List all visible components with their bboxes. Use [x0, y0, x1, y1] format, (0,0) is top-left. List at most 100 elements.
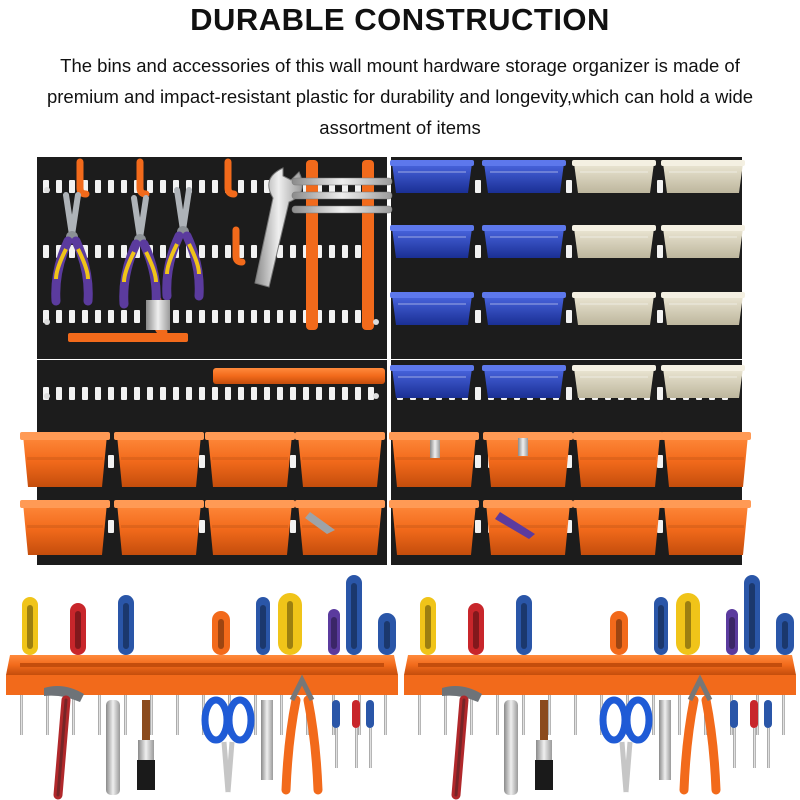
screwdriver-handle: [70, 603, 86, 655]
panel-screw: [373, 393, 379, 399]
large-bin-r2-c1: [20, 500, 110, 555]
screwdriver-handle: [654, 597, 668, 655]
screwdriver-handle: [776, 613, 794, 655]
tool-shaft: [176, 695, 179, 735]
tool-shaft: [678, 695, 681, 735]
small-bin-r2-c3: [572, 225, 656, 258]
tool-shaft: [384, 695, 387, 735]
panel-screw: [373, 319, 379, 325]
screwdriver: [366, 700, 374, 728]
small-bin-r2-c1: [390, 225, 474, 258]
pliers-3: [162, 187, 204, 301]
tool-shaft: [496, 695, 499, 735]
tool-shaft: [124, 695, 127, 735]
long-shelf: [213, 368, 385, 384]
tool-shaft: [470, 695, 473, 735]
brush-bristles: [137, 760, 155, 790]
wrench-set: [291, 160, 393, 330]
scissors-blades: [221, 741, 235, 793]
tool-rack-1: [6, 575, 398, 800]
screwdriver-handle: [516, 595, 532, 655]
hammer-head: [442, 686, 482, 702]
panel-screw: [44, 319, 50, 325]
tool-shaft: [20, 695, 23, 735]
small-bin-r4-c3: [572, 365, 656, 398]
screwdriver-handle: [256, 597, 270, 655]
socket-item: [430, 440, 440, 458]
hook: [76, 158, 90, 198]
large-bin-r1-c8: [661, 432, 751, 487]
screwdriver-handle: [744, 575, 760, 655]
small-bin-r3-c2: [482, 292, 566, 325]
screwdriver-shaft: [733, 728, 736, 768]
hammer-handle: [451, 695, 469, 800]
scissors-blades: [619, 741, 633, 793]
scissors-handle: [225, 696, 255, 744]
hook: [136, 158, 150, 198]
tool-shaft: [254, 695, 257, 735]
hook: [232, 226, 246, 266]
socket-item: [518, 438, 528, 456]
screwdriver-handle: [610, 611, 628, 655]
scissors-handle: [623, 696, 653, 744]
tool-shaft: [280, 695, 283, 735]
large-bin-r1-c7: [573, 432, 663, 487]
small-shelf: [68, 333, 188, 342]
tool-shaft: [652, 695, 655, 735]
small-bin-r1-c4: [661, 160, 745, 193]
small-bin-r1-c3: [572, 160, 656, 193]
wrench: [106, 700, 120, 795]
large-bin-r2-c6: [483, 500, 573, 555]
bits-item: [305, 512, 335, 534]
screwdriver: [750, 700, 758, 728]
brush-ferrule: [536, 740, 552, 760]
plier-jaw: [289, 674, 315, 702]
plier-handle: [303, 695, 323, 795]
large-bin-r1-c2: [114, 432, 204, 487]
large-bin-r2-c8: [661, 500, 751, 555]
hammer-head: [44, 686, 84, 702]
large-bin-r2-c7: [573, 500, 663, 555]
hanging-tools: [44, 158, 393, 399]
tool-shaft: [444, 695, 447, 735]
tool-shaft: [150, 695, 153, 735]
large-bin-r1-c3: [205, 432, 295, 487]
tool-shaft: [574, 695, 577, 735]
large-bin-r1-c4: [295, 432, 385, 487]
tool-shaft: [418, 695, 421, 735]
pliers-2: [119, 195, 161, 309]
large-bin-r1-c1: [20, 432, 110, 487]
screwdriver: [730, 700, 738, 728]
large-bin-r2-c4: [295, 500, 385, 555]
small-bin-r3-c3: [572, 292, 656, 325]
tool-shaft: [782, 695, 785, 735]
large-bin-r2-c2: [114, 500, 204, 555]
screwdriver-handle: [328, 609, 340, 655]
screwdriver-handle: [468, 603, 484, 655]
wrench-item: [495, 512, 535, 539]
headline: DURABLE CONSTRUCTION: [190, 2, 610, 37]
screwdriver-shaft: [355, 728, 358, 768]
scissors-handle: [201, 696, 231, 744]
pliers-1: [51, 192, 93, 306]
tool-shaft: [548, 695, 551, 735]
tool-shaft: [46, 695, 49, 735]
plier-handle: [701, 695, 721, 795]
screwdriver-handle: [278, 593, 302, 655]
screwdriver-handle: [212, 611, 230, 655]
plier-handle: [281, 695, 301, 795]
tool-shaft: [98, 695, 101, 735]
screwdriver: [764, 700, 772, 728]
panel-screw: [44, 187, 50, 193]
small-bin-r4-c2: [482, 365, 566, 398]
brush-handle: [142, 700, 150, 740]
hammer-handle: [53, 695, 71, 800]
screwdriver-handle: [676, 593, 700, 655]
description: The bins and accessories of this wall mo…: [46, 55, 754, 138]
plier-jaw: [687, 674, 713, 702]
screwdriver-shaft: [767, 728, 770, 768]
screwdriver: [352, 700, 360, 728]
panel-screw: [44, 393, 50, 399]
small-bin-r4-c4: [661, 365, 745, 398]
